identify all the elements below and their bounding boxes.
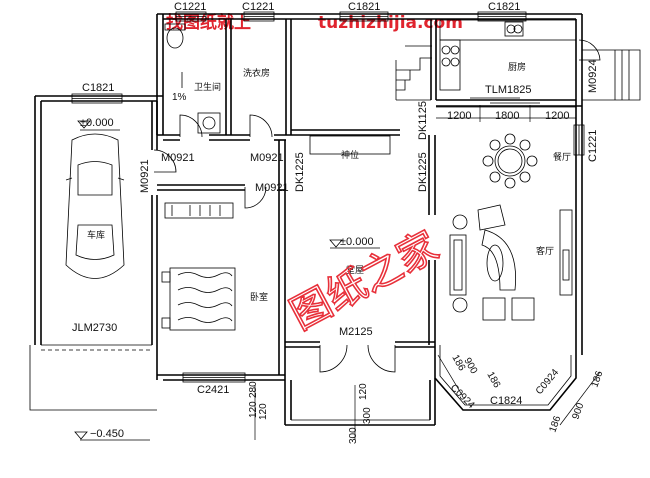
banner-cn-text: 找图纸就上 xyxy=(166,12,251,33)
dim-top-2: 1800 xyxy=(495,110,519,122)
car xyxy=(65,133,125,279)
dim-top-3: 1200 xyxy=(545,110,569,122)
door-code-opening-hall-left: DK1225 xyxy=(294,152,306,192)
level-marker-garage xyxy=(77,120,91,129)
door-code-bedroom: M0921 xyxy=(255,182,289,194)
window-code-kitchen: C1821 xyxy=(488,1,520,13)
kitchen-fixtures xyxy=(439,19,577,91)
dim-porch-5: 300 xyxy=(362,407,373,424)
window-code-garage: C1821 xyxy=(82,82,114,94)
door-code-garage: JLM2730 xyxy=(72,322,117,334)
window-code-wc: C1221 xyxy=(174,1,206,13)
room-label-kitchen: 厨房 xyxy=(508,61,526,73)
stair xyxy=(395,45,641,101)
window-code-laundry: C1221 xyxy=(242,1,274,13)
windows xyxy=(71,11,585,383)
window-code-bedroom: C2421 xyxy=(197,384,229,396)
shrine-table xyxy=(309,135,391,155)
room-label-garage: 车库 xyxy=(87,229,105,241)
dim-bay-right-2: 900 xyxy=(570,401,586,421)
level-marker-hall xyxy=(329,239,343,248)
dim-bay-left-2: 900 xyxy=(461,356,479,376)
room-label-laundry: 洗衣房 xyxy=(243,67,270,79)
level-hall: ±0.000 xyxy=(340,236,374,248)
door-code-garage-side: M0921 xyxy=(139,159,151,193)
room-label-hall: 堂屋 xyxy=(346,264,364,276)
bedroom-furniture xyxy=(161,202,236,331)
room-label-living: 客厅 xyxy=(536,245,554,257)
room-label-shrine: 神位 xyxy=(341,149,359,161)
walls xyxy=(34,13,583,426)
room-label-wc: 卫生间 xyxy=(194,81,221,93)
window-code-bay-right: C0924 xyxy=(534,367,562,397)
door-code-opening-stair: DK1125 xyxy=(417,101,429,140)
living-set xyxy=(449,204,573,321)
level-garage: ±0.000 xyxy=(80,117,114,129)
room-label-bedroom: 卧室 xyxy=(250,291,268,303)
wc-fixtures xyxy=(164,23,221,134)
door-code-kitchen-side: M0924 xyxy=(587,59,599,93)
window-code-bay-front: C1824 xyxy=(490,395,522,407)
door-code-wc: M0921 xyxy=(161,152,195,164)
door-code-opening-hall-right: DK1225 xyxy=(417,152,429,192)
window-code-top-mid: C1821 xyxy=(348,1,380,13)
dim-porch-2: 280 xyxy=(248,381,259,398)
garage-apron xyxy=(29,344,157,411)
dim-bay-right-1: 186 xyxy=(547,414,563,434)
dimension-lines xyxy=(80,105,601,441)
dim-bay-left-3: 186 xyxy=(484,370,502,390)
dim-top-1: 1200 xyxy=(447,110,471,122)
room-label-dining: 餐厅 xyxy=(553,151,571,163)
dim-porch-4: 300 xyxy=(348,427,359,444)
door-code-laundry: M0921 xyxy=(250,152,284,164)
dim-bay-right-3: 186 xyxy=(589,369,605,389)
dim-porch-6: 120 xyxy=(258,403,269,420)
door-code-kitchen-slide: TLM1825 xyxy=(485,84,531,96)
door-code-entrance: M2125 xyxy=(339,326,373,338)
window-code-dining: C1221 xyxy=(587,130,599,162)
level-outside: −0.450 xyxy=(90,428,124,440)
level-marker-outside xyxy=(74,431,88,440)
dining-set xyxy=(482,133,538,189)
slope-label: 1% xyxy=(172,92,187,103)
banner-url-text: tuzhizhijia.com xyxy=(318,13,463,33)
dim-porch-3: 120 xyxy=(358,383,369,400)
dim-porch-1: 120 xyxy=(248,401,259,418)
doors xyxy=(153,39,601,373)
